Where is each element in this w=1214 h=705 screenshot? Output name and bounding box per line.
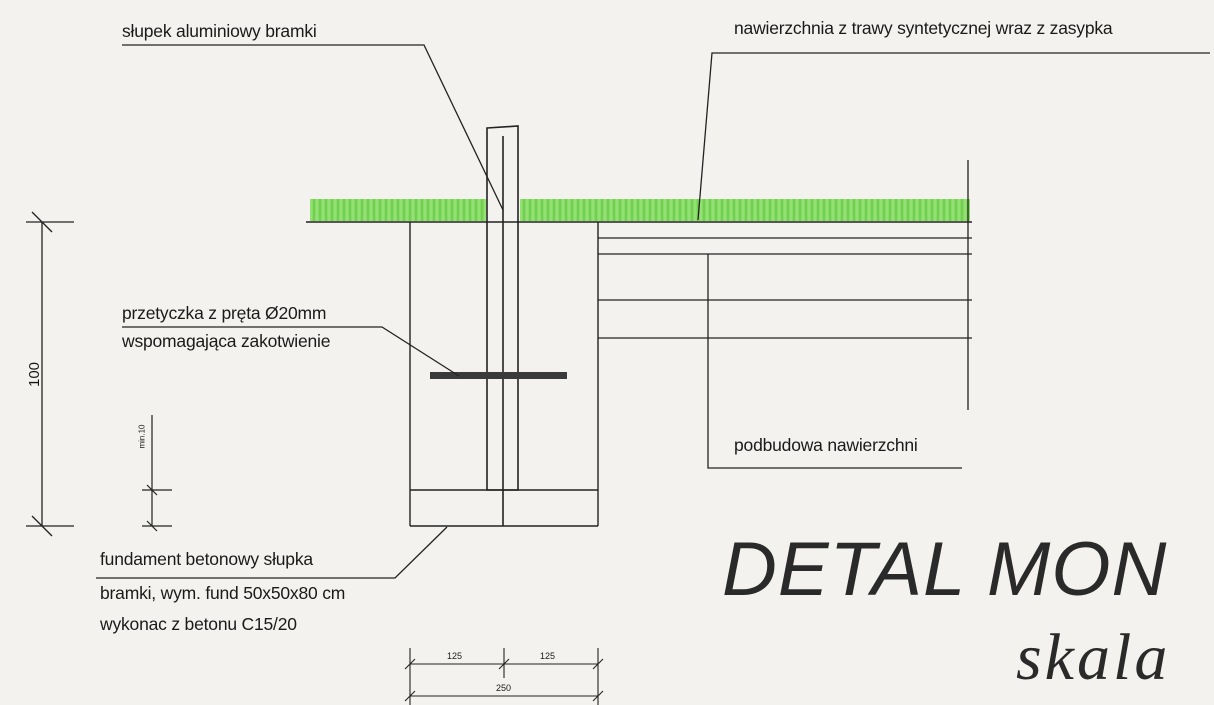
- width-dimension: [404, 648, 604, 705]
- post-label: słupek aluminiowy bramki: [122, 21, 317, 41]
- height-dimension: [26, 211, 74, 537]
- pin-label-line1: przetyczka z pręta Ø20mm: [122, 303, 327, 323]
- foundation-label-line3: wykonac z betonu C15/20: [100, 614, 297, 634]
- grass-surface-right: [520, 199, 970, 221]
- min-cover-label: min.10: [137, 424, 147, 449]
- base-course-label: podbudowa nawierzchni: [734, 435, 918, 455]
- height-dimension-label: 100: [26, 361, 44, 388]
- half-right-label: 125: [540, 651, 556, 661]
- min-cover-dimension: [142, 415, 172, 532]
- foundation-label-line2: bramki, wym. fund 50x50x80 cm: [100, 583, 346, 603]
- leader-lines: [96, 44, 1210, 579]
- anchor-pin: [430, 372, 567, 379]
- drawing-title: DETAL MON: [722, 527, 1168, 612]
- pin-label-line2: wspomagająca zakotwienie: [122, 331, 331, 351]
- grass-surface-left: [310, 199, 486, 221]
- surface-label: nawierzchnia z trawy syntetycznej wraz z…: [734, 18, 1113, 38]
- half-left-label: 125: [447, 651, 463, 661]
- drawing-scale: skala: [1016, 621, 1171, 694]
- foundation-label-line1: fundament betonowy słupka: [100, 549, 313, 569]
- total-width-label: 250: [496, 683, 512, 693]
- base-course-layers: [598, 237, 972, 339]
- aluminium-post: [486, 125, 519, 526]
